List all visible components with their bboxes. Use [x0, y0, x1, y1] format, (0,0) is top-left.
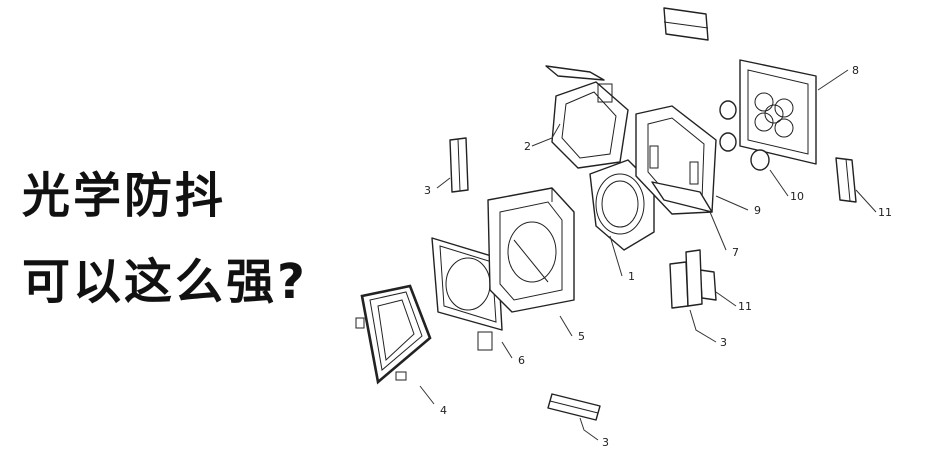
callout-3-bottom: 3 — [602, 436, 609, 449]
part-2-top-bar — [545, 65, 605, 81]
callout-2: 2 — [524, 140, 531, 153]
part-3-bar-bottom — [547, 393, 601, 421]
callout-1: 1 — [628, 270, 635, 283]
top-block — [663, 7, 709, 41]
headline-line-1: 光学防抖 — [22, 168, 227, 224]
callout-10: 10 — [790, 190, 804, 203]
callout-6: 6 — [518, 354, 525, 367]
headline-line-2: 可以这么强? — [22, 254, 308, 310]
part-4-front-frame — [355, 284, 432, 385]
part-8-grid-frame — [739, 59, 817, 165]
callout-3-middle: 3 — [720, 336, 727, 349]
callout-7: 7 — [732, 246, 739, 259]
part-3-bar-left — [449, 137, 469, 193]
part-9-plate — [651, 181, 713, 213]
part-11-bar-lower — [699, 269, 717, 301]
part-10-magnets — [719, 100, 770, 171]
part-2-coil-frame — [551, 81, 629, 169]
callout-11-upper: 11 — [878, 206, 892, 219]
part-11-bar-upper — [835, 157, 857, 203]
leader-lines — [419, 69, 877, 441]
callout-4: 4 — [440, 404, 447, 417]
callout-5: 5 — [578, 330, 585, 343]
callout-8: 8 — [852, 64, 859, 77]
part-5-housing — [487, 187, 575, 313]
part-3-bar-middle — [669, 249, 703, 309]
callout-9: 9 — [754, 204, 761, 217]
callout-3-left: 3 — [424, 184, 431, 197]
callout-11-lower: 11 — [738, 300, 752, 313]
part-1-ring — [589, 159, 655, 251]
